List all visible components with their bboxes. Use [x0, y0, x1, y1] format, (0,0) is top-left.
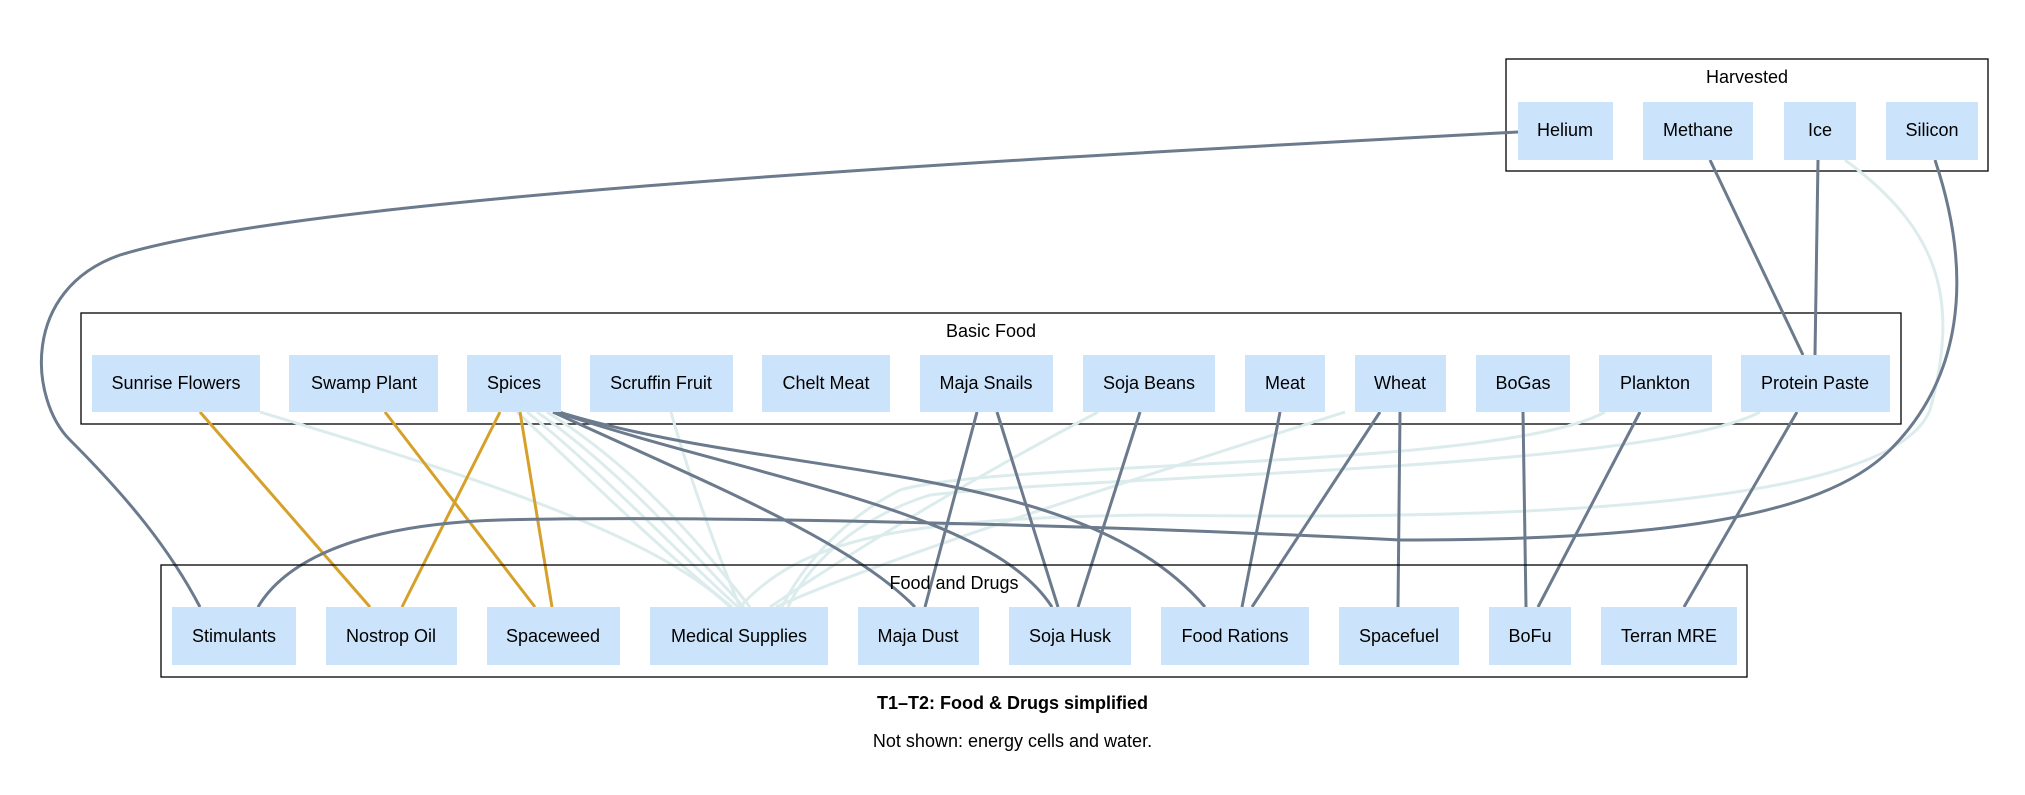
node-meat[interactable]: Meat [1245, 355, 1325, 412]
edge-maja-snails-maja-dust [923, 411, 979, 608]
cluster-harvested: Harvested [1505, 58, 1989, 172]
node-protein-paste-label: Protein Paste [1761, 373, 1869, 393]
edge-plankton-bofu [1536, 411, 1642, 608]
edge-soja-beans-soja-husk [1076, 411, 1142, 608]
node-ice[interactable]: Ice [1784, 102, 1856, 160]
edge-meat-food-rations [1240, 411, 1282, 608]
diagram-title: T1–T2: Food & Drugs simplified [876, 693, 1149, 713]
node-helium[interactable]: Helium [1518, 102, 1613, 160]
diagram-subtitle: Not shown: energy cells and water. [872, 731, 1153, 751]
edge-spices-spaceweed [518, 411, 554, 608]
cluster-basic-food-box [80, 312, 1902, 425]
node-silicon[interactable]: Silicon [1886, 102, 1978, 160]
edge-swamp-plant-spaceweed [383, 411, 537, 608]
edge-spices-food-rations [558, 410, 1207, 608]
cluster-basic-food-label: Basic Food [946, 321, 1036, 341]
cluster-food-drugs: Food and Drugs [160, 564, 1748, 678]
node-nostrop-oil[interactable]: Nostrop Oil [326, 607, 457, 665]
node-scruffin-fruit[interactable]: Scruffin Fruit [590, 355, 733, 412]
node-terran-mre-label: Terran MRE [1621, 626, 1717, 646]
node-soja-husk-label: Soja Husk [1029, 626, 1112, 646]
node-ice-label: Ice [1808, 120, 1832, 140]
node-sunrise-flowers-label: Sunrise Flowers [111, 373, 240, 393]
node-spices[interactable]: Spices [467, 355, 561, 412]
node-bofu[interactable]: BoFu [1489, 607, 1571, 665]
edge-ice-protein-paste [1813, 159, 1820, 356]
edge-spices-medical-supplies-2 [526, 410, 740, 609]
edge-spices-medical-supplies-3 [536, 410, 746, 609]
node-maja-dust-label: Maja Dust [877, 626, 958, 646]
cluster-food-drugs-label: Food and Drugs [889, 573, 1018, 593]
edge-methane-protein-paste [1708, 159, 1805, 356]
node-spaceweed[interactable]: Spaceweed [487, 607, 620, 665]
node-food-rations[interactable]: Food Rations [1161, 607, 1309, 665]
node-spices-label: Spices [487, 373, 541, 393]
cluster-harvested-box [1505, 58, 1989, 172]
node-soja-beans[interactable]: Soja Beans [1083, 355, 1215, 412]
node-stimulants[interactable]: Stimulants [172, 607, 296, 665]
node-chelt-meat[interactable]: Chelt Meat [762, 355, 890, 412]
edge-protein-paste-terran-mre [1682, 411, 1799, 608]
node-plankton[interactable]: Plankton [1599, 355, 1712, 412]
edge-scruffin-fruit-medical-supplies [669, 411, 742, 608]
node-scruffin-fruit-label: Scruffin Fruit [610, 373, 712, 393]
node-spaceweed-label: Spaceweed [506, 626, 600, 646]
node-meat-label: Meat [1265, 373, 1305, 393]
edge-spices-maja-dust [552, 410, 917, 609]
node-soja-beans-label: Soja Beans [1103, 373, 1195, 393]
node-maja-dust[interactable]: Maja Dust [858, 607, 979, 665]
node-plankton-label: Plankton [1620, 373, 1690, 393]
node-bogas[interactable]: BoGas [1476, 355, 1570, 412]
node-helium-label: Helium [1537, 120, 1593, 140]
edge-spices-nostrop-oil [400, 411, 502, 608]
node-bofu-label: BoFu [1508, 626, 1551, 646]
node-methane[interactable]: Methane [1643, 102, 1753, 160]
node-protein-paste[interactable]: Protein Paste [1741, 355, 1890, 412]
node-soja-husk[interactable]: Soja Husk [1009, 607, 1131, 665]
edge-ice-medical-supplies [738, 158, 1945, 609]
node-swamp-plant-label: Swamp Plant [311, 373, 417, 393]
edge-spices-soja-husk [555, 410, 1054, 608]
cluster-food-drugs-box [160, 564, 1748, 678]
node-terran-mre[interactable]: Terran MRE [1601, 607, 1737, 665]
node-methane-label: Methane [1663, 120, 1733, 140]
node-maja-snails[interactable]: Maja Snails [920, 355, 1053, 412]
edge-wheat-spacefuel [1396, 411, 1402, 608]
edge-sunrise-flowers-medical-supplies [259, 410, 732, 609]
node-swamp-plant[interactable]: Swamp Plant [289, 355, 438, 412]
node-wheat-label: Wheat [1374, 373, 1426, 393]
edges-layer [39, 130, 1959, 609]
cluster-basic-food: Basic Food [80, 312, 1902, 425]
node-spacefuel[interactable]: Spacefuel [1339, 607, 1459, 665]
node-medical-supplies[interactable]: Medical Supplies [650, 607, 828, 665]
node-spacefuel-label: Spacefuel [1359, 626, 1439, 646]
node-silicon-label: Silicon [1905, 120, 1958, 140]
node-medical-supplies-label: Medical Supplies [671, 626, 807, 646]
edge-spices-medical-supplies-1 [515, 410, 733, 609]
edge-bogas-bofu [1521, 411, 1528, 608]
edge-wheat-medical-supplies [775, 410, 1346, 609]
node-wheat[interactable]: Wheat [1355, 355, 1446, 412]
edge-maja-snails-soja-husk [995, 411, 1060, 608]
edge-wheat-food-rations [1250, 411, 1382, 608]
node-maja-snails-label: Maja Snails [939, 373, 1032, 393]
node-food-rations-label: Food Rations [1181, 626, 1288, 646]
edge-plankton-medical-supplies [780, 410, 1606, 608]
cluster-harvested-label: Harvested [1706, 67, 1788, 87]
node-stimulants-label: Stimulants [192, 626, 276, 646]
node-nostrop-oil-label: Nostrop Oil [346, 626, 436, 646]
node-sunrise-flowers[interactable]: Sunrise Flowers [92, 355, 260, 412]
node-chelt-meat-label: Chelt Meat [782, 373, 869, 393]
node-bogas-label: BoGas [1495, 373, 1550, 393]
edge-sunrise-flowers-nostrop-oil [198, 411, 372, 608]
edge-helium-stimulants [39, 130, 1519, 608]
edge-silicon-stimulants [256, 159, 1959, 608]
